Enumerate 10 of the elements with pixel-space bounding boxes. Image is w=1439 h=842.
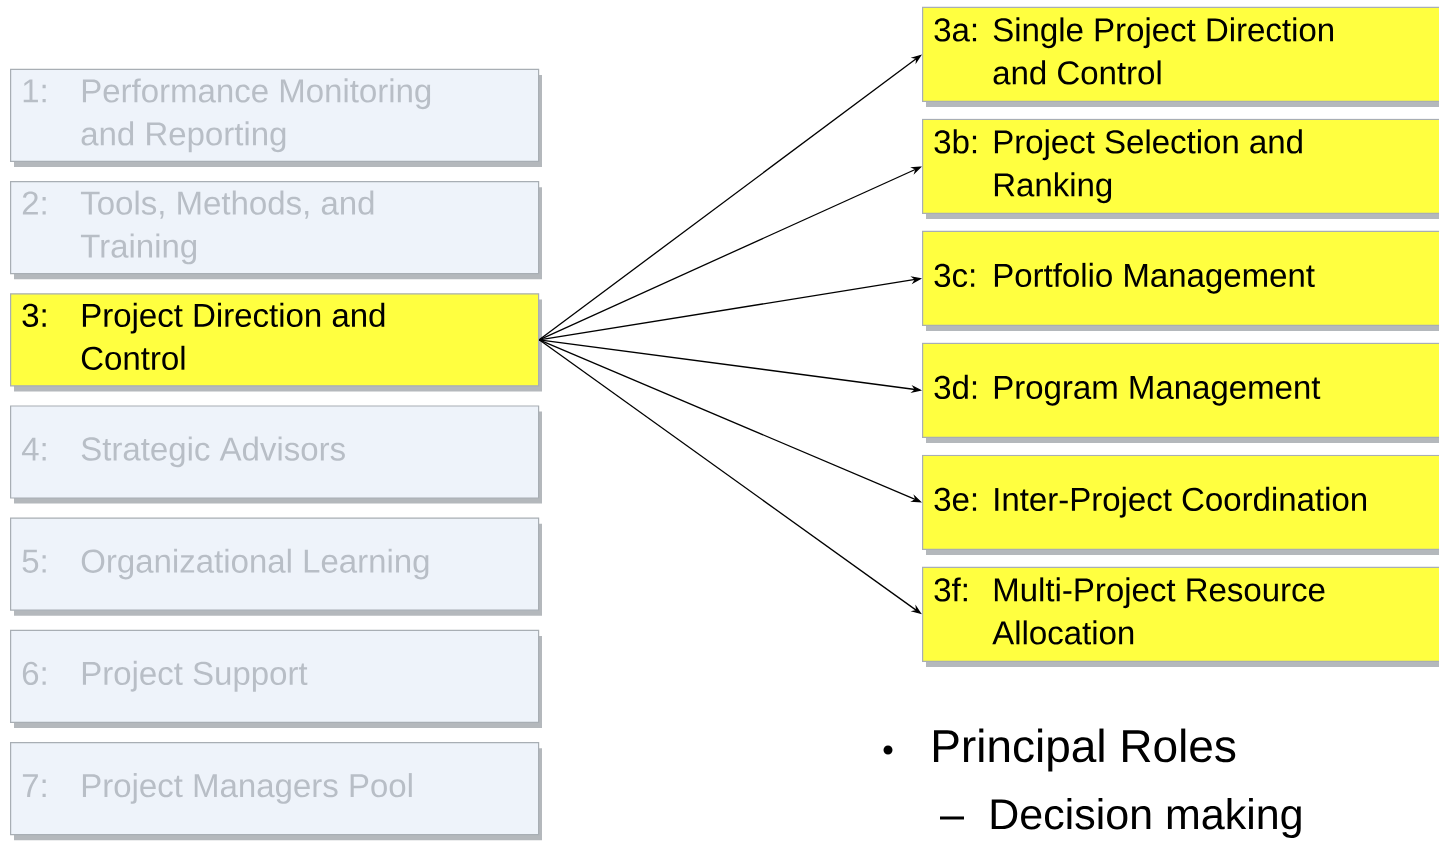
highlighted-box: 3e: Inter-Project Coordination	[922, 454, 1439, 555]
highlighted-box: 3b: Project Selection and Ranking	[922, 118, 1439, 219]
highlighted-box: 3: Project Direction and Control	[10, 293, 542, 392]
list-item: Principal Roles	[934, 728, 1236, 772]
highlighted-box: 3a: Single Project Direction and Control	[922, 6, 1439, 107]
list-item: Decision making	[991, 797, 1301, 839]
arrow	[538, 54, 922, 341]
highlighted-box: 3c: Portfolio Management	[922, 230, 1439, 331]
highlighted-box: 3d: Program Management	[922, 342, 1439, 443]
highlighted-box: 3f: Multi-Project Resource Allocation	[922, 566, 1439, 667]
